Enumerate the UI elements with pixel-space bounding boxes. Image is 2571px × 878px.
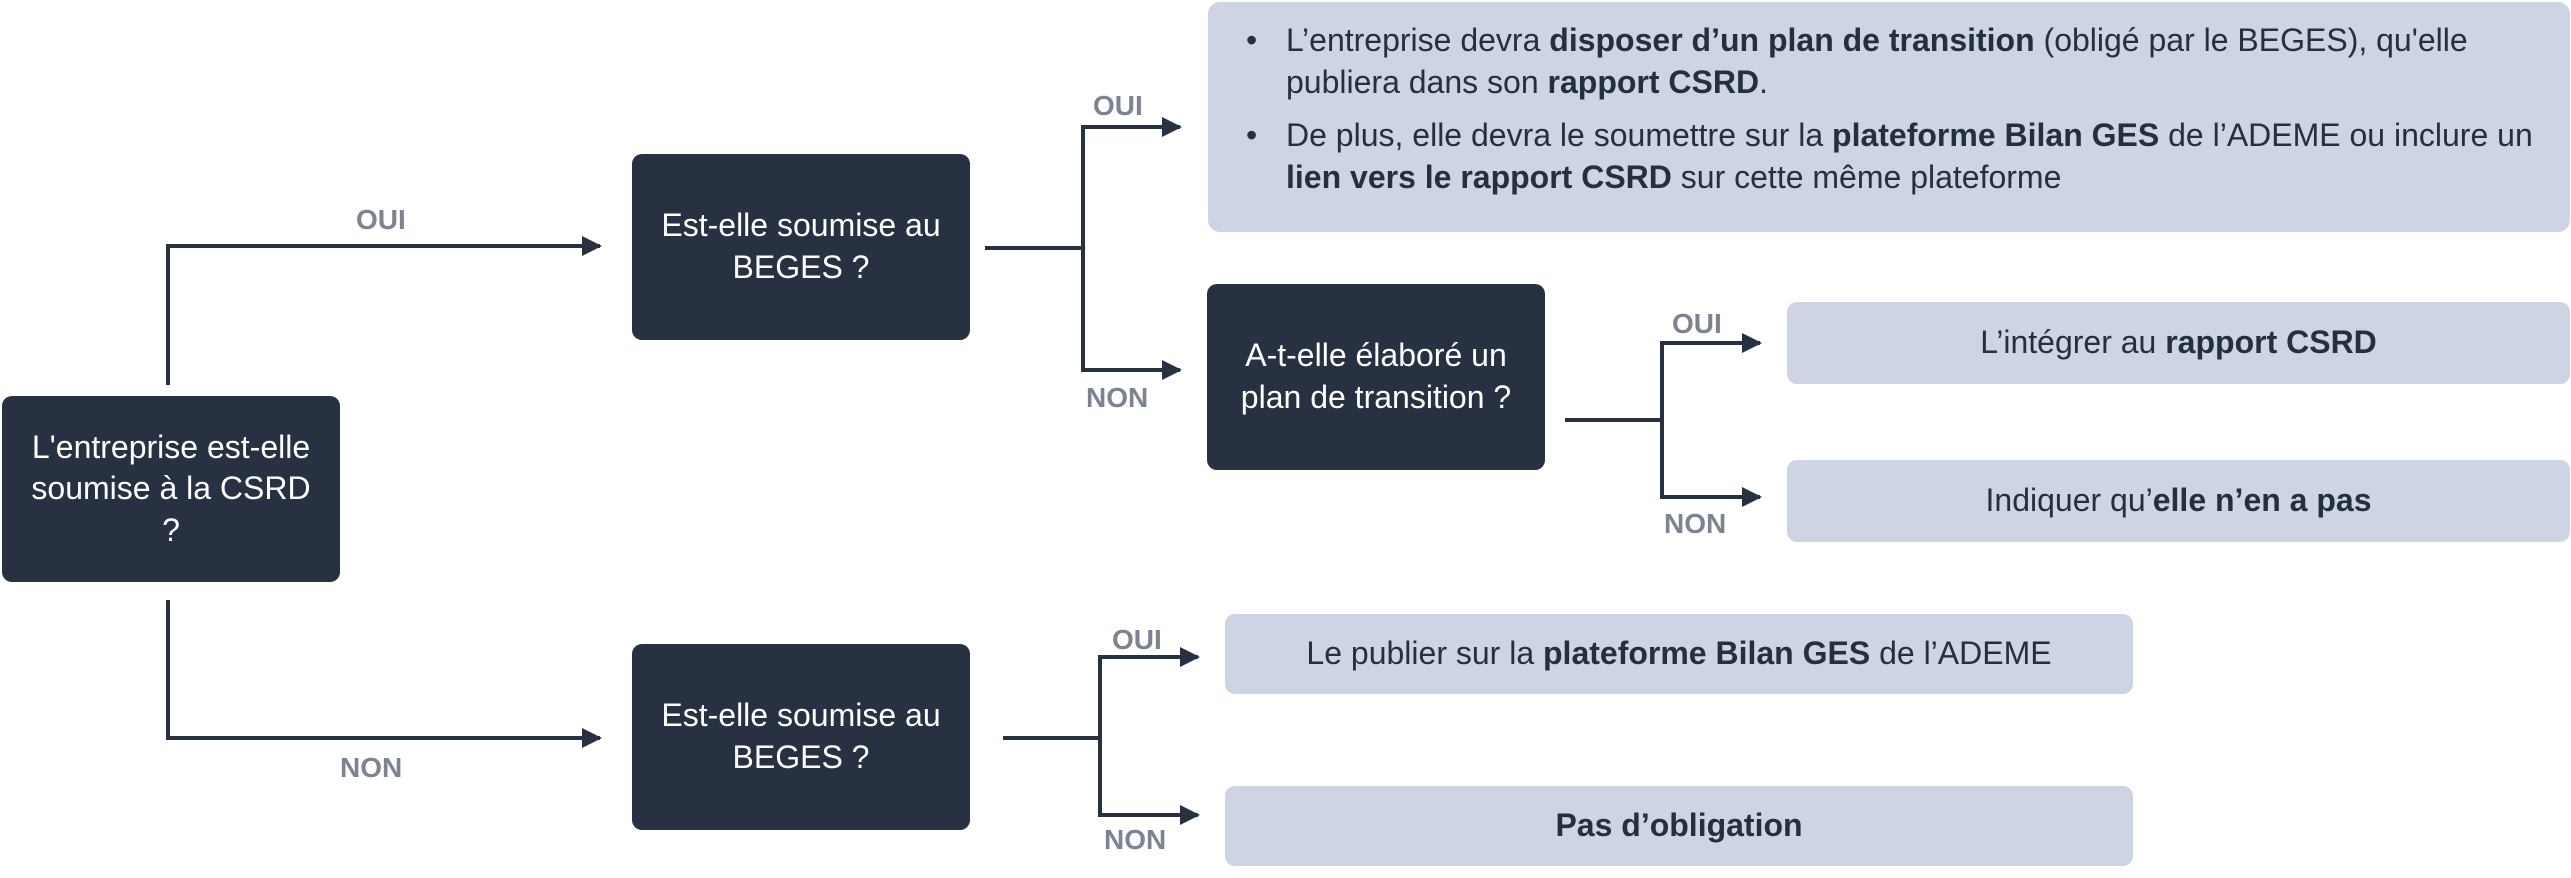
label-oui-csrd: OUI [356,204,406,235]
publish-text-2: de l’ADEME [1870,635,2052,672]
question-csrd: L'entreprise est-elle soumise à la CSRD … [2,396,340,582]
outcome-integrate-csrd: L’intégrer au rapport CSRD [1787,302,2570,384]
connector-csrd-non [166,600,602,748]
publish-bold: plateforme Bilan GES [1543,635,1871,672]
bullet1-text-1: L’entreprise devra [1286,22,1550,58]
none-text: Indiquer qu’ [1985,482,2153,519]
no-obligation-bold: Pas d’obligation [1555,807,1803,844]
label-oui-beges-top: OUI [1093,90,1143,121]
question-beges-bottom: Est-elle soumise au BEGES ? [632,644,970,830]
outcome-publish-bilan-ges: Le publier sur la plateforme Bilan GES d… [1225,614,2133,694]
outcome-transition-plan-csrd: L’entreprise devra disposer d’un plan de… [1208,2,2570,232]
connector-beges-bottom-oui [1098,647,1200,738]
outcome-bullet-2: De plus, elle devra le soumettre sur la … [1246,115,2546,198]
bullet1-bold-1: disposer d’un plan de transition [1549,22,2035,58]
bullet1-text-2: (obligé par le BEGES), qu'elle publiera … [1286,22,2468,100]
integrate-text: L’intégrer au [1980,324,2166,361]
publish-text-1: Le publier sur la [1306,635,1543,672]
outcome-bullet-1: L’entreprise devra disposer d’un plan de… [1246,20,2546,103]
outcome-bullet-list: L’entreprise devra disposer d’un plan de… [1246,20,2546,198]
connector-csrd-oui [166,236,602,385]
none-bold: elle n’en a pas [2152,482,2372,519]
bullet2-text-1: De plus, elle devra le soumettre sur la [1286,117,1833,154]
bullet2-bold-2: lien vers le rapport CSRD [1286,158,1672,195]
question-beges-top: Est-elle soumise au BEGES ? [632,154,970,340]
bullet2-text-3: sur cette même plateforme [1671,158,2062,195]
integrate-bold: rapport CSRD [2165,324,2377,361]
label-oui-plan: OUI [1672,308,1722,339]
connector-plan-oui [1660,333,1762,420]
outcome-no-obligation: Pas d’obligation [1225,786,2133,866]
bullet1-text-3: . [1759,63,1768,100]
question-plan: A-t-elle élaboré un plan de transition ? [1207,284,1545,470]
outcome-no-plan: Indiquer qu’elle n’en a pas [1787,460,2570,542]
bullet2-text-2: de l’ADEME ou inclure un [2159,117,2533,154]
connector-plan-non [1660,420,1762,507]
label-non-beges-top: NON [1086,382,1149,413]
connector-beges-top-oui [1081,117,1182,248]
connector-beges-top-non [1081,248,1182,380]
label-non-beges-bottom: NON [1104,824,1167,855]
bullet2-bold-1: plateforme Bilan GES [1832,117,2160,154]
label-oui-beges-bottom: OUI [1112,624,1162,655]
label-non-plan: NON [1664,508,1727,539]
label-non-csrd: NON [340,752,403,783]
connector-beges-bottom-non [1098,738,1200,825]
bullet1-bold-2: rapport CSRD [1547,63,1760,100]
